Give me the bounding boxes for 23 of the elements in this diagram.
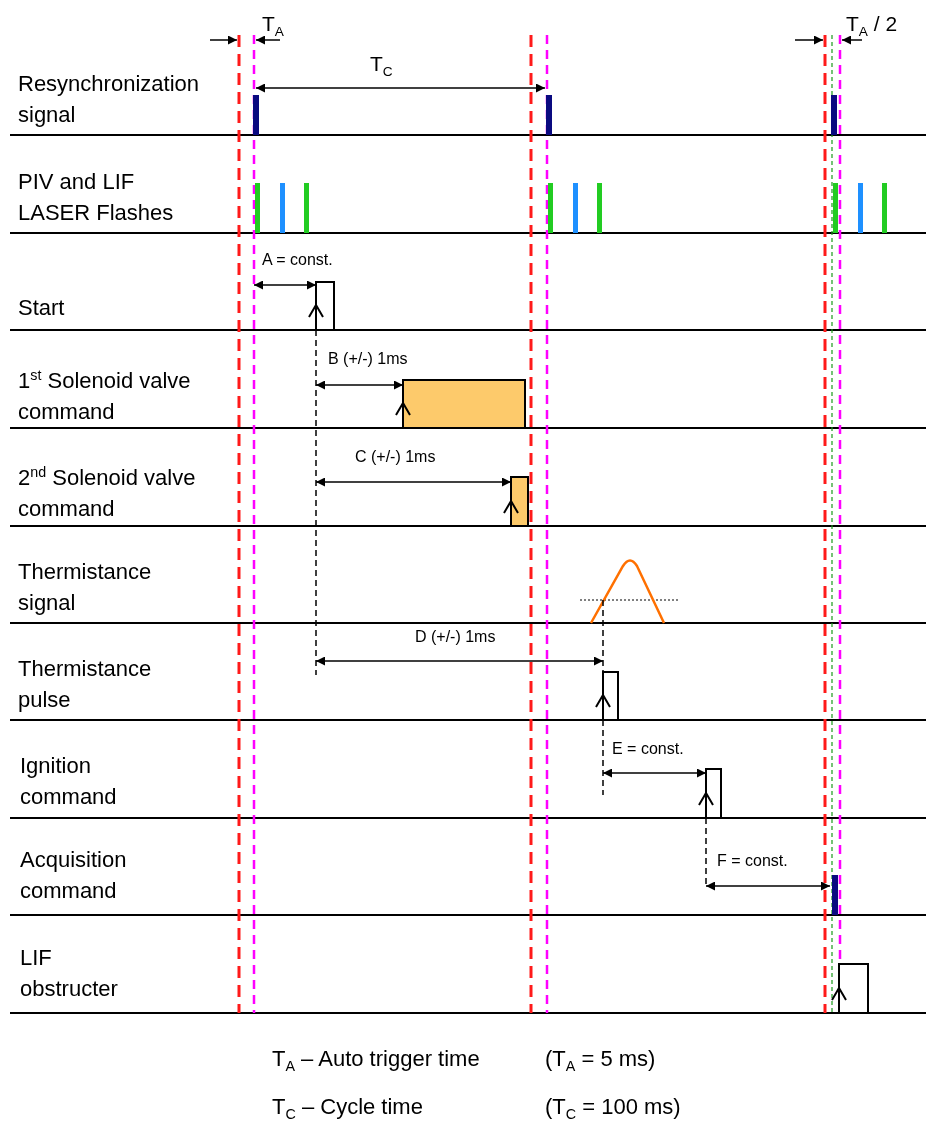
signal-name: Thermistance signal	[18, 558, 153, 617]
signal-name: Resynchronization signal	[18, 70, 200, 129]
signal-name: Thermistance pulse	[18, 655, 153, 714]
interval-label: A = const.	[262, 250, 333, 270]
signal-name: Ignition command	[20, 752, 118, 811]
legend-note: T$_{A}$ – Auto trigger time	[272, 1045, 480, 1074]
interval-label: D (+/-) 1ms	[415, 627, 496, 647]
interval-label: T$_{A}$	[262, 11, 284, 39]
interval-label: C (+/-) 1ms	[355, 447, 436, 467]
interval-label: T$_{A}$ / 2	[846, 11, 898, 39]
signal-name: LIF obstructer	[20, 944, 119, 1003]
legend-note: (T$_{A}$ = 5 ms)	[545, 1045, 656, 1074]
signal-name: PIV and LIF LASER Flashes	[18, 168, 175, 227]
interval-label: T$_{C}$	[370, 51, 393, 79]
interval-label: B (+/-) 1ms	[328, 349, 408, 369]
interval-label: F = const.	[717, 851, 788, 871]
interval-label: E = const.	[612, 739, 684, 759]
legend-note: T$_{C}$ – Cycle time	[272, 1093, 423, 1122]
signal-name: 1$^{st}$ Solenoid valve command	[18, 365, 192, 426]
legend-note: (T$_{C}$ = 100 ms)	[545, 1093, 681, 1122]
signal-name: Acquisition command	[20, 846, 128, 905]
signal-name: Start	[18, 294, 66, 322]
signal-name: 2$^{nd}$ Solenoid valve command	[18, 462, 197, 523]
